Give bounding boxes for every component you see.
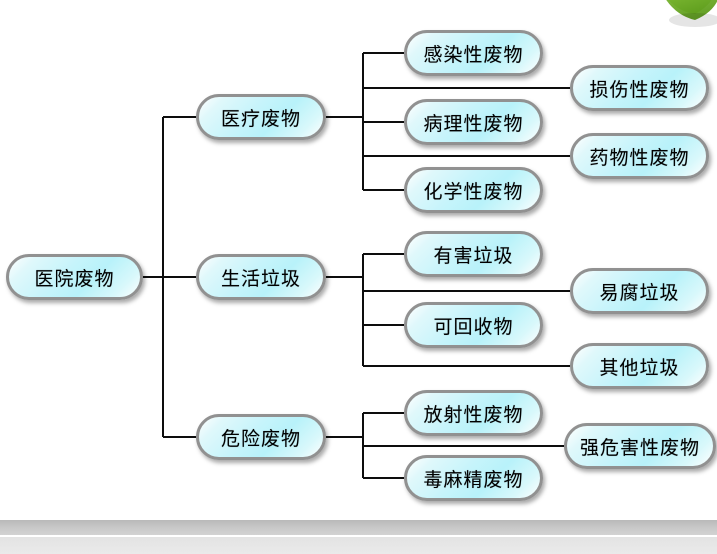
footer-band-lower <box>0 537 717 554</box>
node-leaf-pharmaceutical-waste[interactable]: 药物性废物 <box>570 133 709 179</box>
node-leaf-infectious-waste[interactable]: 感染性废物 <box>404 30 543 76</box>
node-root-hospital-waste[interactable]: 医院废物 <box>6 254 143 300</box>
node-label: 医院废物 <box>34 267 115 290</box>
node-leaf-pathological-waste[interactable]: 病理性废物 <box>404 99 543 145</box>
node-label: 易腐垃圾 <box>599 281 680 304</box>
node-leaf-harmful-waste[interactable]: 有害垃圾 <box>404 231 543 277</box>
node-label: 药物性废物 <box>589 146 690 169</box>
footer-band-upper <box>0 520 717 535</box>
node-leaf-perishable-waste[interactable]: 易腐垃圾 <box>570 268 709 314</box>
node-label: 毒麻精废物 <box>423 468 524 491</box>
node-label: 危险废物 <box>220 427 301 450</box>
node-leaf-sharps-waste[interactable]: 损伤性废物 <box>570 65 709 111</box>
node-label: 有害垃圾 <box>433 244 514 267</box>
node-label: 病理性废物 <box>423 112 524 135</box>
node-label: 强危害性废物 <box>579 436 700 459</box>
node-branch-medical-waste[interactable]: 医疗废物 <box>196 94 326 140</box>
node-label: 感染性废物 <box>423 43 524 66</box>
node-leaf-chemical-waste[interactable]: 化学性废物 <box>404 167 543 213</box>
footer-band-divider <box>0 535 717 537</box>
node-leaf-narcotic-waste[interactable]: 毒麻精废物 <box>404 455 543 501</box>
node-leaf-highly-harmful-waste[interactable]: 强危害性废物 <box>564 423 716 469</box>
node-label: 生活垃圾 <box>220 267 301 290</box>
node-leaf-recyclable-waste[interactable]: 可回收物 <box>404 302 543 348</box>
node-label: 其他垃圾 <box>599 356 680 379</box>
node-label: 损伤性废物 <box>589 78 690 101</box>
node-label: 医疗废物 <box>220 107 301 130</box>
node-label: 可回收物 <box>433 315 514 338</box>
node-leaf-radioactive-waste[interactable]: 放射性废物 <box>404 390 543 436</box>
node-label: 放射性废物 <box>423 403 524 426</box>
node-leaf-other-waste[interactable]: 其他垃圾 <box>570 343 709 389</box>
slide-footer-band <box>0 520 717 554</box>
node-label: 化学性废物 <box>423 180 524 203</box>
node-branch-domestic-waste[interactable]: 生活垃圾 <box>196 254 326 300</box>
node-branch-hazardous-waste[interactable]: 危险废物 <box>196 414 326 460</box>
